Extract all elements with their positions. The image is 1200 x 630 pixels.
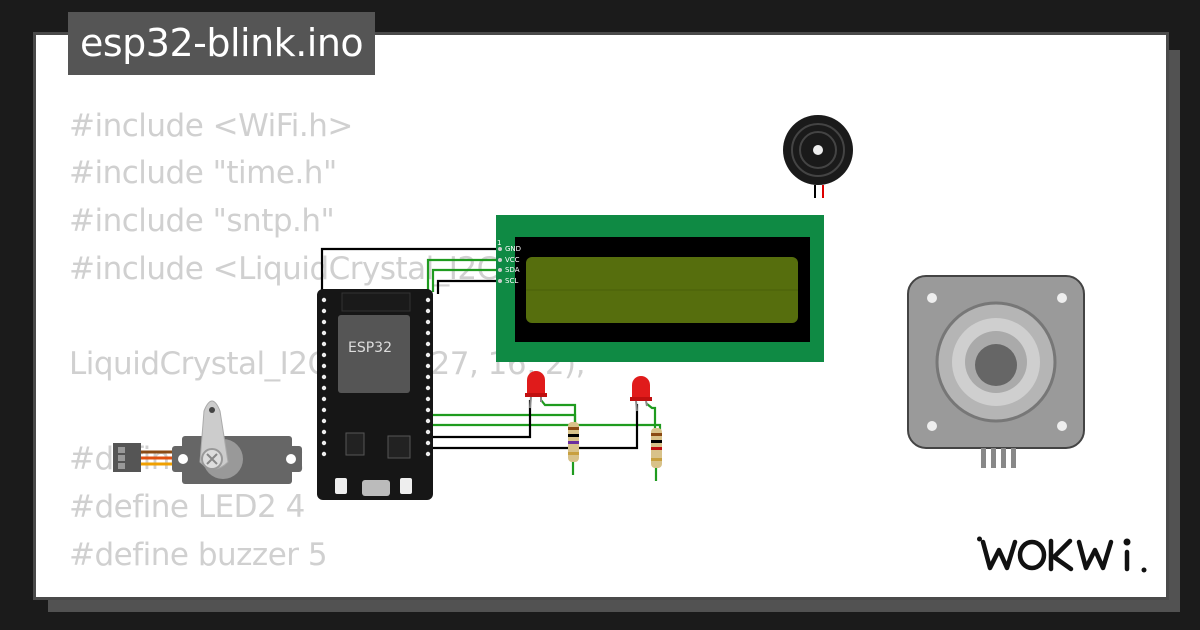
wokwi-logo-icon bbox=[977, 536, 1147, 573]
code-line: #define LED2 4 bbox=[69, 489, 305, 525]
code-line: #define buzzer 5 bbox=[69, 537, 328, 573]
project-title[interactable]: esp32-blink.ino bbox=[68, 12, 376, 75]
lcd-icon[interactable]: 1 GND VCC SDA SCL bbox=[496, 215, 824, 362]
esp32-label: ESP32 bbox=[348, 340, 392, 356]
lcd-pin-gnd: GND bbox=[505, 245, 521, 253]
esp32-pins-left bbox=[321, 297, 327, 457]
lcd-pin-vcc: VCC bbox=[505, 256, 520, 264]
stepper-motor-icon[interactable] bbox=[907, 275, 1085, 468]
esp32-pins-right bbox=[425, 297, 431, 457]
resistor-icon[interactable] bbox=[568, 422, 579, 462]
resistor-icon[interactable] bbox=[651, 428, 662, 468]
lcd-pin1-marker: 1 bbox=[497, 239, 501, 247]
servo-icon[interactable] bbox=[113, 400, 302, 484]
esp32-board-icon[interactable]: ESP32 bbox=[317, 289, 433, 500]
code-line: #include "time.h" bbox=[69, 155, 337, 191]
code-background: #include <WiFi.h> #include "time.h" #inc… bbox=[36, 35, 1166, 597]
led-icon[interactable] bbox=[630, 376, 652, 412]
code-line: #include <WiFi.h> bbox=[69, 108, 353, 144]
led-icon[interactable] bbox=[525, 371, 547, 409]
buzzer-icon[interactable] bbox=[783, 115, 853, 198]
lcd-pin-sda: SDA bbox=[505, 266, 520, 274]
lcd-pin-scl: SCL bbox=[505, 277, 518, 285]
code-line: #include "sntp.h" bbox=[69, 203, 335, 239]
